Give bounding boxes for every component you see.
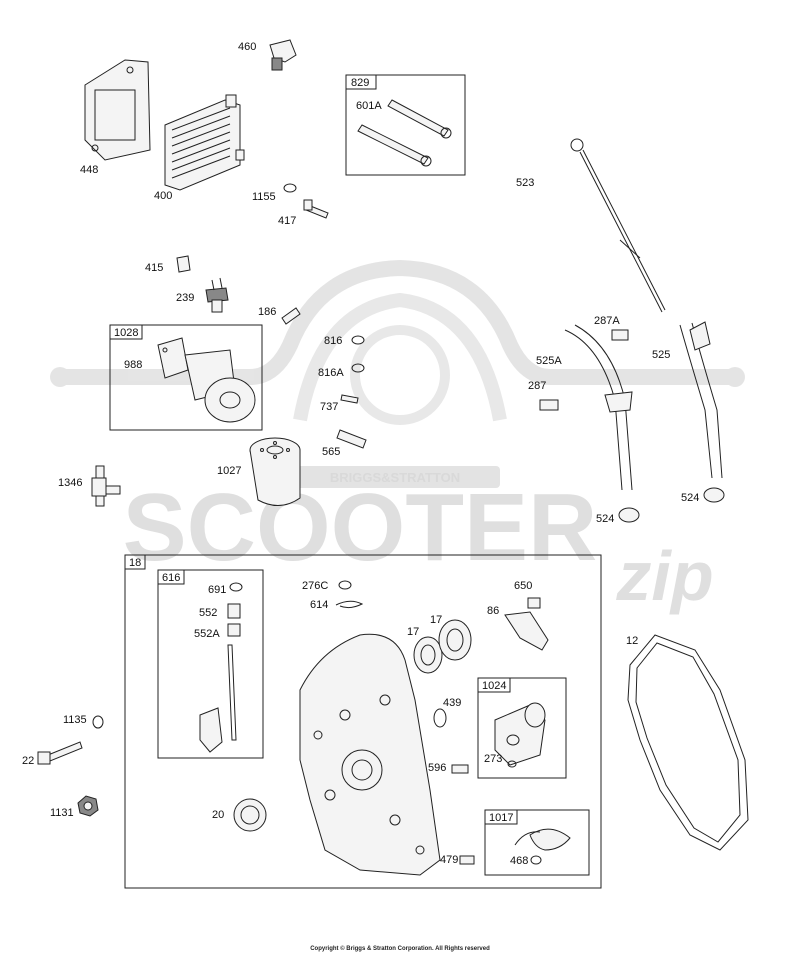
part-400-oil-cooler bbox=[164, 94, 245, 191]
label-525: 525 bbox=[652, 349, 670, 361]
part-crankcase-cover bbox=[299, 633, 441, 876]
part-439-oring bbox=[433, 708, 447, 728]
label-287A: 287A bbox=[594, 315, 620, 327]
part-565-valve bbox=[336, 429, 367, 449]
part-525A-tube bbox=[564, 324, 633, 491]
part-479-screw bbox=[459, 855, 475, 865]
label-186: 186 bbox=[258, 306, 276, 318]
label-525A: 525A bbox=[536, 355, 562, 367]
kit-616-box bbox=[157, 569, 264, 759]
label-829: 829 bbox=[351, 77, 369, 89]
label-552A: 552A bbox=[194, 628, 220, 640]
part-1131-nut bbox=[77, 795, 99, 817]
part-1135-washer bbox=[92, 715, 104, 729]
label-439: 439 bbox=[443, 697, 461, 709]
label-18: 18 bbox=[129, 557, 141, 569]
label-22: 22 bbox=[22, 755, 34, 767]
label-1028: 1028 bbox=[114, 327, 138, 339]
part-17-bearing-b bbox=[438, 619, 472, 661]
label-1024: 1024 bbox=[482, 680, 506, 692]
kit-18-box bbox=[124, 554, 602, 889]
kit-829-box bbox=[345, 74, 466, 176]
label-1135: 1135 bbox=[63, 714, 87, 726]
label-524-b: 524 bbox=[596, 513, 614, 525]
label-524-a: 524 bbox=[681, 492, 699, 504]
callout-labels: 460 829 601A 448 400 1155 417 523 415 23… bbox=[22, 41, 699, 867]
label-737: 737 bbox=[320, 401, 338, 413]
watermark: BRIGGS&STRATTON SCOOTER zip bbox=[50, 259, 745, 615]
part-86-cover bbox=[504, 611, 549, 651]
label-17-a: 17 bbox=[430, 614, 442, 626]
part-22-bolt bbox=[37, 741, 83, 765]
label-565: 565 bbox=[322, 446, 340, 458]
label-448: 448 bbox=[80, 164, 98, 176]
label-415: 415 bbox=[145, 262, 163, 274]
label-20: 20 bbox=[212, 809, 224, 821]
label-1131: 1131 bbox=[50, 807, 74, 819]
label-1017: 1017 bbox=[489, 812, 513, 824]
label-273: 273 bbox=[484, 753, 502, 765]
label-988: 988 bbox=[124, 359, 142, 371]
part-186-fitting bbox=[281, 307, 301, 325]
label-601A: 601A bbox=[356, 100, 382, 112]
label-239: 239 bbox=[176, 292, 194, 304]
label-552: 552 bbox=[199, 607, 217, 619]
part-20-seal bbox=[233, 798, 267, 832]
part-523-dipstick bbox=[570, 138, 666, 313]
label-596: 596 bbox=[428, 762, 446, 774]
part-448-bracket bbox=[84, 59, 151, 161]
label-400: 400 bbox=[154, 190, 172, 202]
label-460: 460 bbox=[238, 41, 256, 53]
part-287A-bolt bbox=[611, 329, 629, 341]
kit-1024-box bbox=[477, 677, 567, 779]
label-616: 616 bbox=[162, 572, 180, 584]
watermark-badge: BRIGGS&STRATTON bbox=[330, 470, 460, 485]
part-276C-washer bbox=[338, 580, 352, 590]
part-737-screw bbox=[340, 394, 359, 404]
part-1155-washer bbox=[283, 183, 297, 193]
part-816A-washer bbox=[351, 363, 365, 373]
part-596-screw bbox=[451, 764, 469, 774]
part-415-plug bbox=[176, 255, 191, 273]
label-276C: 276C bbox=[302, 580, 328, 592]
label-816: 816 bbox=[324, 335, 342, 347]
part-17-bearing-a bbox=[413, 636, 443, 674]
part-1346-fitting bbox=[91, 465, 121, 507]
label-17-b: 17 bbox=[407, 626, 419, 638]
part-239-sensor bbox=[205, 277, 229, 313]
copyright-notice: Copyright © Briggs & Stratton Corporatio… bbox=[310, 945, 490, 952]
label-523: 523 bbox=[516, 177, 534, 189]
label-650: 650 bbox=[514, 580, 532, 592]
label-1027: 1027 bbox=[217, 465, 241, 477]
part-287-bolt bbox=[539, 399, 559, 411]
part-417-bolt bbox=[303, 199, 329, 219]
label-614: 614 bbox=[310, 599, 328, 611]
kit-1017-box bbox=[484, 809, 590, 876]
watermark-script: zip bbox=[615, 537, 713, 615]
label-468: 468 bbox=[510, 855, 528, 867]
label-417: 417 bbox=[278, 215, 296, 227]
kit-1028-box bbox=[109, 324, 263, 431]
label-12: 12 bbox=[626, 635, 638, 647]
part-12-gasket bbox=[627, 634, 749, 851]
watermark-brand: SCOOTER bbox=[123, 474, 598, 581]
label-86: 86 bbox=[487, 605, 499, 617]
part-1027-oil-filter bbox=[249, 437, 301, 506]
label-816A: 816A bbox=[318, 367, 344, 379]
label-1155: 1155 bbox=[252, 191, 276, 203]
label-287: 287 bbox=[528, 380, 546, 392]
label-1346: 1346 bbox=[58, 477, 82, 489]
part-524b-plug bbox=[618, 507, 640, 523]
part-650-screw bbox=[527, 597, 541, 609]
part-614-clip bbox=[335, 600, 364, 609]
label-479: 479 bbox=[440, 854, 458, 866]
part-525-tube bbox=[679, 321, 723, 479]
part-460-fitting bbox=[269, 39, 297, 71]
part-524a-plug bbox=[703, 487, 725, 503]
label-691: 691 bbox=[208, 584, 226, 596]
part-816-washer bbox=[351, 335, 365, 345]
